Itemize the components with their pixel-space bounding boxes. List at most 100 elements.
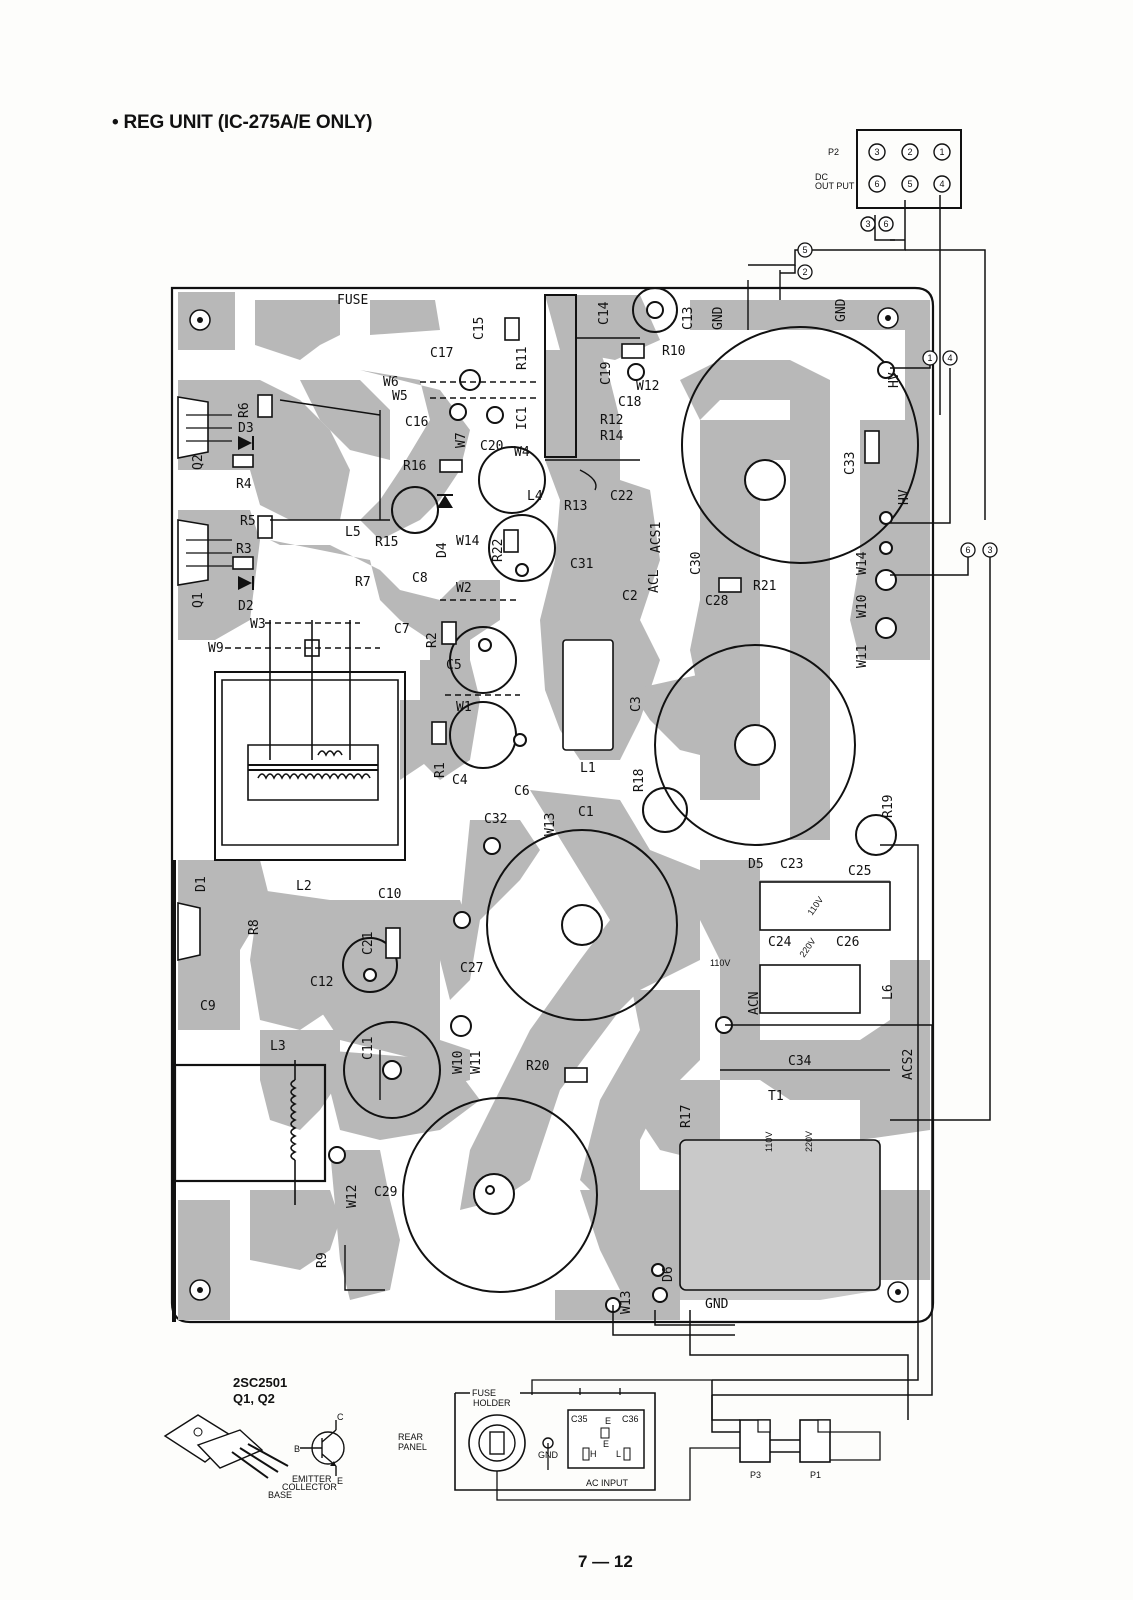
harness-tags: 5 2 1 4 6 3 — [797, 242, 998, 558]
pcb-label: C29 — [374, 1185, 397, 1200]
terminal-label: H — [590, 1449, 597, 1459]
pcb-label: C13 — [681, 307, 696, 330]
pcb-label: R17 — [679, 1105, 694, 1128]
pcb-label: C20 — [480, 439, 503, 454]
mounting-holes — [189, 307, 909, 1303]
pcb-label: C3 — [629, 696, 644, 712]
pcb-label: C31 — [570, 557, 593, 572]
pcb-label: R16 — [403, 459, 426, 474]
pcb-label: C5 — [446, 658, 462, 673]
leg-base: BASE — [268, 1490, 292, 1500]
pcb-label: R19 — [881, 795, 896, 818]
small-components — [173, 294, 891, 1291]
pcb-label: C34 — [788, 1054, 812, 1069]
pcb-label: C23 — [780, 857, 803, 872]
p2-pin: 2 — [907, 147, 912, 157]
pcb-label: C14 — [597, 301, 612, 325]
harness-tag: 4 — [947, 353, 952, 363]
pcb-label: R22 — [491, 539, 506, 562]
diode-symbols — [238, 436, 453, 590]
external-wiring — [612, 195, 991, 1453]
pcb-label: C33 — [843, 452, 858, 475]
p1-label: P1 — [810, 1470, 821, 1480]
pcb-label: W5 — [392, 389, 408, 404]
pcb-label: W13 — [619, 1291, 634, 1314]
p2-wire-tag: 3 — [865, 219, 870, 229]
pcb-label: ACL — [647, 569, 662, 593]
cap-pads — [328, 301, 897, 1313]
traces — [270, 270, 890, 1291]
p3-label: P3 — [750, 1470, 761, 1480]
pcb-label: W11 — [855, 645, 870, 668]
pcb-label: C8 — [412, 571, 428, 586]
pcb-label: R8 — [247, 919, 262, 935]
rear-panel-caption-2: PANEL — [398, 1442, 427, 1452]
pcb-label: Q2 — [191, 454, 206, 470]
pcb-label: R1 — [433, 762, 448, 778]
rear-panel-caption-1: REAR — [398, 1432, 424, 1442]
harness-tag: 6 — [965, 545, 970, 555]
p2-label: P2 — [828, 147, 839, 157]
pcb-label: R20 — [526, 1059, 549, 1074]
pcb-label: L3 — [270, 1039, 286, 1054]
terminal-label: L — [616, 1449, 621, 1459]
pcb-label: C28 — [705, 594, 728, 609]
pcb-label: C21 — [361, 932, 376, 955]
leg-emitter: EMITTER — [292, 1474, 332, 1484]
page-number: 7 — 12 — [578, 1552, 633, 1571]
pcb-label: R14 — [600, 429, 624, 444]
transistor-drawing: C B E EMITTER COLLECTOR BASE — [163, 1412, 345, 1500]
harness-tag: 5 — [802, 245, 807, 255]
pcb-label: ACS1 — [649, 522, 664, 553]
p2-pin: 4 — [939, 179, 944, 189]
p2-pin: 1 — [939, 147, 944, 157]
pcb-label: C1 — [578, 805, 594, 820]
pcb-label: R15 — [375, 535, 398, 550]
pcb-label: C27 — [460, 961, 483, 976]
pcb-label: R6 — [237, 402, 252, 418]
pcb-label: L4 — [527, 489, 543, 504]
pcb-label: L5 — [345, 525, 361, 540]
inductor-l3 — [290, 1060, 297, 1205]
pcb-label: C10 — [378, 887, 401, 902]
pcb-label: L2 — [296, 879, 312, 894]
pcb-label: W2 — [456, 581, 472, 596]
pcb-label: 110V — [710, 958, 730, 968]
pcb-label: D2 — [238, 599, 254, 614]
pcb-label: R3 — [236, 542, 252, 557]
large-capacitors — [342, 287, 919, 1293]
pcb-label: W14 — [855, 551, 870, 575]
pcb-label: W12 — [345, 1185, 360, 1208]
pcb-label: FUSE — [337, 293, 368, 308]
transistor-part: 2SC2501 — [233, 1375, 288, 1390]
pcb-label: ACS2 — [901, 1049, 916, 1080]
pcb-labels: FUSE C15 C14 C13 GND GND C17 R11 R10 W6 … — [191, 293, 916, 1314]
ac-inlet — [567, 1409, 645, 1469]
pin-b: B — [294, 1444, 300, 1454]
pcb-label: W12 — [636, 379, 659, 394]
pcb-label: R18 — [632, 769, 647, 792]
leg-collector: COLLECTOR — [282, 1482, 337, 1492]
pcb-label: W3 — [250, 617, 266, 632]
pcb-label: GND — [834, 298, 849, 322]
p2-caption-1: DC — [815, 172, 828, 182]
fuse-holder-caption-1: FUSE — [472, 1388, 496, 1398]
pcb-label: W11 — [469, 1051, 484, 1074]
pcb-label: R12 — [600, 413, 623, 428]
pcb-label: C15 — [472, 317, 487, 340]
p2-pin: 5 — [907, 179, 912, 189]
pcb-label: C32 — [484, 812, 507, 827]
pcb-label: L6 — [881, 984, 896, 1000]
pcb-label: R5 — [240, 514, 256, 529]
pcb-label: Q1 — [191, 592, 206, 608]
pcb-label: C7 — [394, 622, 410, 637]
pcb-label: C18 — [618, 395, 641, 410]
pcb-label: C26 — [836, 935, 859, 950]
cap-label: C35 — [571, 1414, 588, 1424]
p2-pin: 3 — [874, 147, 879, 157]
pcb-label: C30 — [689, 552, 704, 575]
harness-tag: 2 — [802, 267, 807, 277]
pcb-label: 220V — [804, 1131, 814, 1152]
pcb-label: C9 — [200, 999, 216, 1014]
